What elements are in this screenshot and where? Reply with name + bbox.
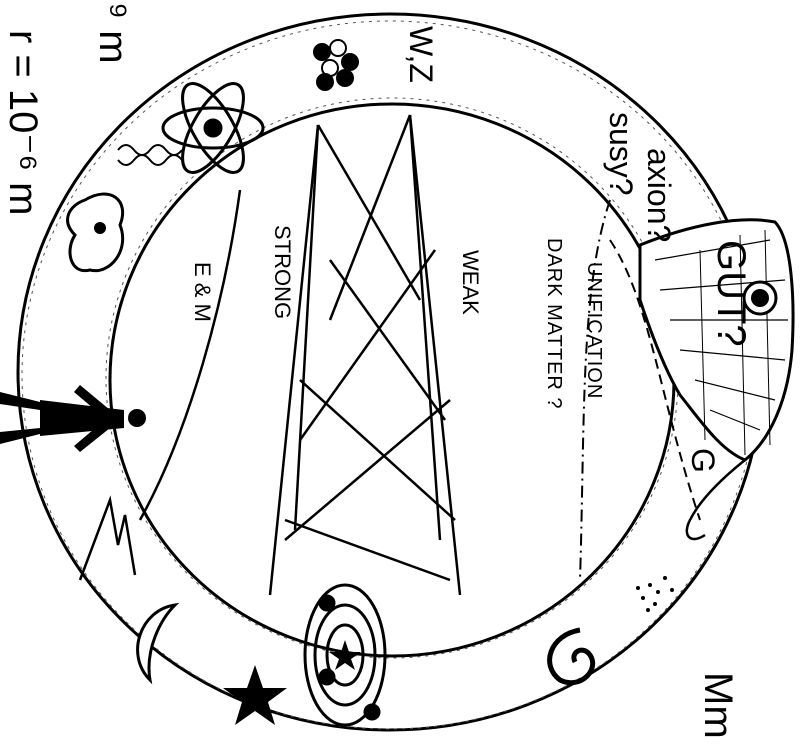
scale-small-label: r = 10⁻⁶ m [1, 30, 45, 215]
wz-label: W,Z [403, 26, 439, 83]
unification-label: UNIFICATION [583, 262, 605, 399]
snake-body [18, 14, 762, 730]
dark-matter-label: DARK MATTER ? [543, 238, 565, 410]
g-glyph: G [685, 448, 721, 473]
em-label: E & M [190, 262, 215, 322]
strong-label: STRONG [270, 225, 295, 319]
em-line [140, 190, 240, 520]
susy-label: susy? [603, 112, 639, 196]
galaxy-icon [550, 630, 593, 683]
force-tower [270, 115, 460, 595]
mountain-icon [80, 500, 135, 580]
cell-icon [68, 194, 123, 271]
nucleus-icon [314, 40, 358, 90]
svg-text:G: G [685, 448, 721, 473]
star-icon [223, 665, 287, 725]
moon-icon [138, 605, 175, 680]
scale-large-label: Mm [696, 672, 740, 739]
weak-label: WEAK [458, 250, 483, 315]
scale-small-partial-label: ⁹ m [91, 2, 135, 64]
cluster-icon [636, 576, 674, 612]
dna-icon [118, 145, 182, 165]
gut-label: GUT? [709, 240, 753, 347]
axion-label: axion? [641, 148, 677, 242]
